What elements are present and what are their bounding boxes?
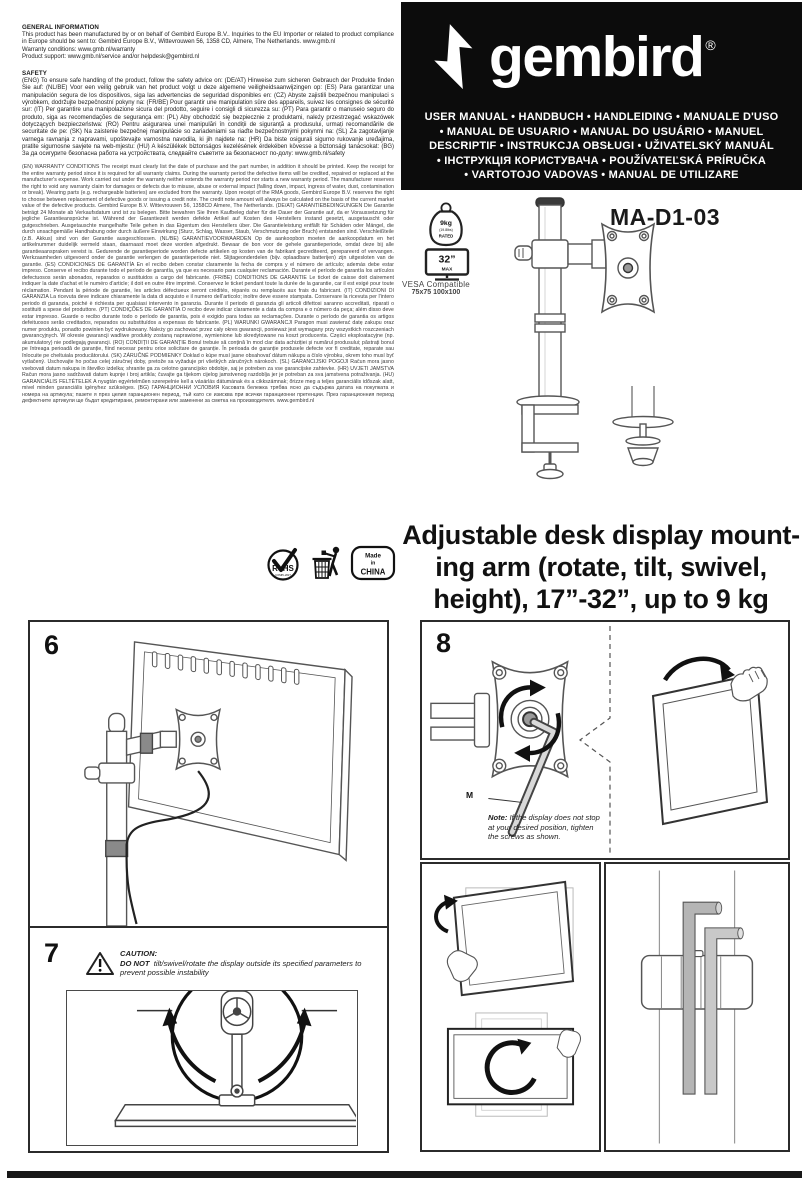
svg-text:32”: 32”: [439, 254, 456, 266]
manual-languages: USER MANUAL • HANDBUCH • HANDLEIDING • M…: [409, 110, 794, 183]
product-title-line: ing arm (rotate, tilt, swivel,: [435, 552, 767, 582]
manual-languages-line: • VARTOTOJO VADOVAS • MANUAL DE UTILIZAR…: [464, 169, 739, 181]
note-rest: If the display does not stop at your des…: [488, 813, 600, 842]
info-column: GENERAL INFORMATION This product has bee…: [22, 24, 394, 405]
svg-text:COMPLIANT: COMPLIANT: [275, 573, 291, 577]
caution-title: CAUTION:: [120, 949, 158, 958]
product-illustration: [514, 197, 674, 480]
product-title-line: height), 17”-32”, up to 9 kg: [433, 584, 769, 614]
svg-text:RATED: RATED: [439, 234, 453, 239]
allen-key-label-m: M: [466, 790, 474, 800]
manual-languages-line: DESCRIPTIF • INSTRUKCJA OBSŁUGI • UŽIVAT…: [429, 140, 774, 152]
caution-do-not: DO NOT: [120, 958, 150, 968]
gembird-logo-icon: [434, 24, 473, 90]
general-information-body: This product has been manufactured by or…: [22, 32, 394, 46]
safety-heading: SAFETY: [22, 70, 48, 78]
product-title: Adjustable desk display mount- ing arm (…: [402, 519, 800, 615]
screen-size-badge: 32” MAX: [424, 248, 470, 281]
step-7-number: 7: [44, 938, 60, 968]
caution-warning-icon: [86, 952, 114, 975]
made-in-china-badge: Made in CHINA: [350, 545, 396, 581]
manual-languages-line: • ІНСТРУКЦІЯ КОРИСТУВАЧА • POUŽÍVATEĽSKÁ…: [436, 154, 767, 167]
steps-6-7-panel: 6: [28, 620, 389, 1153]
vesa-compatibility-label: VESA Compatible 75x75 100x100: [401, 280, 471, 296]
warranty-fine-print: (EN) WARRANTY CONDITIONS The receipt mus…: [22, 164, 394, 405]
warranty-conditions-line: Warranty conditions: www.gmb.nl/warranty: [22, 46, 136, 53]
note-label: Note:: [488, 813, 508, 822]
product-support-line: Product support: www.gmb.nl/service and/…: [22, 53, 200, 60]
step-8-number: 8: [436, 628, 452, 658]
step-8-panel: 8 M Note: If: [420, 620, 790, 860]
step-7-frame: [66, 990, 358, 1146]
key-label-leader: [488, 797, 523, 803]
hand-icon: [730, 666, 768, 702]
general-information-heading: GENERAL INFORMATION: [22, 24, 99, 31]
weee-bin-icon: [312, 546, 340, 579]
step-7-illustration: [114, 991, 356, 1128]
svg-text:CHINA: CHINA: [361, 568, 386, 577]
rotate-arrow-icon: [484, 1040, 537, 1095]
swing-arrow-right-icon: [257, 1021, 307, 1083]
step-8-note: Note: If the display does not stop at yo…: [488, 813, 604, 842]
allen-key-storage-illustration: [640, 870, 754, 1144]
weight-rating-badge: 9kg (19.8lbs) RATED: [429, 202, 463, 247]
brand-header: gembird® USER MANUAL • HANDBUCH • HANDLE…: [401, 2, 802, 190]
caution-rest: tilt/swivel/rotate the display outside i…: [120, 958, 362, 978]
safety-body: (ENG) To ensure safe handling of the pro…: [22, 78, 394, 158]
step-8-vesa-illustration: [430, 660, 569, 837]
hand-icon: [446, 950, 478, 982]
page-bottom-rule: [7, 1171, 802, 1178]
registered-mark: ®: [705, 36, 715, 53]
tilt-arrow-icon: [663, 656, 731, 682]
product-title-line: Adjustable desk display mount-: [402, 520, 800, 550]
hand-icon: [556, 1029, 582, 1058]
swivel-rotate-illustration: [434, 880, 582, 1117]
svg-text:Made: Made: [365, 553, 381, 560]
swing-arrow-left-icon: [167, 1021, 217, 1083]
step-6-illustration: [84, 641, 353, 926]
svg-text:(19.8lbs): (19.8lbs): [439, 228, 453, 232]
gembird-logo-text: gembird®: [489, 24, 716, 89]
step-6-number: 6: [44, 630, 60, 660]
svg-text:9kg: 9kg: [440, 220, 452, 227]
manual-languages-line: • MANUAL DE USUARIO • MANUAL DO USUÁRIO …: [439, 125, 764, 138]
key-storage-panel: [604, 862, 790, 1152]
compliance-logos: RoHS COMPLIANT Made in CHINA: [264, 543, 396, 583]
gembird-logo: gembird®: [423, 18, 716, 96]
swivel-rotate-panel: [420, 862, 601, 1152]
model-number: MA-D1-03: [609, 204, 721, 230]
step-8-tilt-illustration: [651, 656, 769, 826]
svg-text:MAX: MAX: [442, 267, 453, 273]
manual-languages-line: USER MANUAL • HANDBUCH • HANDLEIDING • M…: [424, 111, 779, 123]
swivel-arrow-icon: [434, 899, 449, 934]
rohs-logo-icon: RoHS COMPLIANT: [267, 548, 299, 581]
svg-text:in: in: [371, 561, 376, 567]
panel-divider: [30, 926, 387, 928]
svg-text:RoHS: RoHS: [272, 564, 294, 573]
rotate-arrow-icon: [525, 712, 562, 756]
caution-text: CAUTION: DO NOT tilt/swivel/rotate the d…: [120, 949, 376, 978]
rotate-arrow-icon: [498, 685, 535, 728]
